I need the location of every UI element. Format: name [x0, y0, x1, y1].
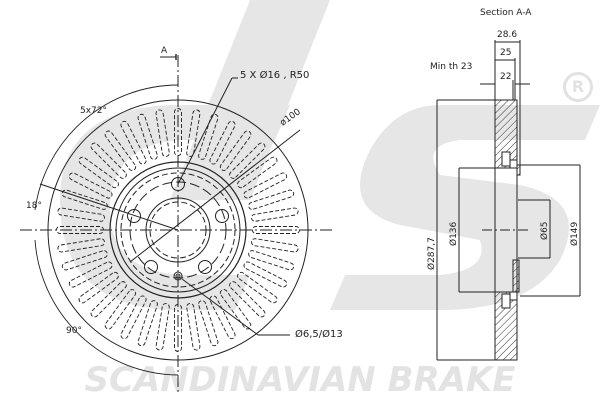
vent-slot — [243, 261, 288, 288]
vent-slot — [68, 261, 113, 288]
vent-slot — [155, 303, 170, 351]
bolt-holes-label: 5 X Ø16 , R50 — [240, 70, 310, 81]
vent-slot — [229, 281, 266, 318]
vent-slot — [209, 120, 236, 165]
vent-slot — [155, 109, 170, 157]
vent-slot — [251, 207, 299, 222]
vent-slot — [252, 226, 300, 234]
vent-slot — [137, 300, 158, 347]
vent-slot — [56, 226, 104, 234]
brand-watermark-text: SCANDINAVIAN BRAKE SYSTEMS — [84, 360, 516, 400]
vent-slot — [78, 156, 119, 189]
hat-outer-diameter-label: Ø136 — [449, 221, 459, 246]
vent-slot — [104, 289, 137, 330]
vent-slot — [61, 189, 108, 210]
vent-slot — [90, 142, 127, 179]
overall-thickness-label: 28.6 — [497, 30, 518, 40]
vent-slot — [198, 113, 219, 160]
hat-diameter-label: Ø149 — [570, 221, 580, 246]
nominal-thickness-label: 22 — [500, 72, 512, 82]
vent-slot — [186, 303, 201, 351]
vent-slot — [219, 130, 252, 171]
section-title: Section A-A — [480, 8, 532, 18]
vent-slot — [78, 271, 119, 304]
vent-slot — [251, 238, 299, 253]
hat-height-label: 25 — [500, 48, 512, 58]
min-thickness-label: Min th 23 — [430, 62, 473, 72]
vent-slot — [198, 300, 219, 347]
vent-slot — [61, 250, 108, 271]
registered-mark: R — [563, 72, 593, 102]
vent-slot — [68, 172, 113, 199]
angle-pattern-label: 5x72° — [80, 106, 108, 116]
vent-slot — [219, 289, 252, 330]
vent-slot — [174, 304, 182, 352]
angle-offset-label: 18° — [26, 201, 42, 211]
center-bore-label: Ø65 — [540, 221, 550, 240]
vent-slot — [57, 238, 105, 253]
outer-diameter-label: Ø287,7 — [427, 237, 437, 270]
vent-slot — [209, 295, 236, 340]
vent-slot — [120, 295, 147, 340]
section-marker-label: A — [161, 46, 168, 56]
vent-slot — [57, 207, 105, 222]
small-hole-label: Ø6,5/Ø13 — [295, 329, 343, 340]
angle-quarter-label: 90° — [66, 326, 82, 336]
vent-slot — [137, 113, 158, 160]
vent-slot — [186, 109, 201, 157]
vent-slot — [229, 142, 266, 179]
vent-slot — [90, 281, 127, 318]
vent-slot — [248, 250, 295, 271]
vent-slot — [237, 271, 278, 304]
vent-slot — [237, 156, 278, 189]
vent-slot — [248, 189, 295, 210]
vent-slot — [120, 120, 147, 165]
vent-slot — [104, 130, 137, 171]
vent-slot — [243, 172, 288, 199]
vent-slot — [174, 108, 182, 156]
